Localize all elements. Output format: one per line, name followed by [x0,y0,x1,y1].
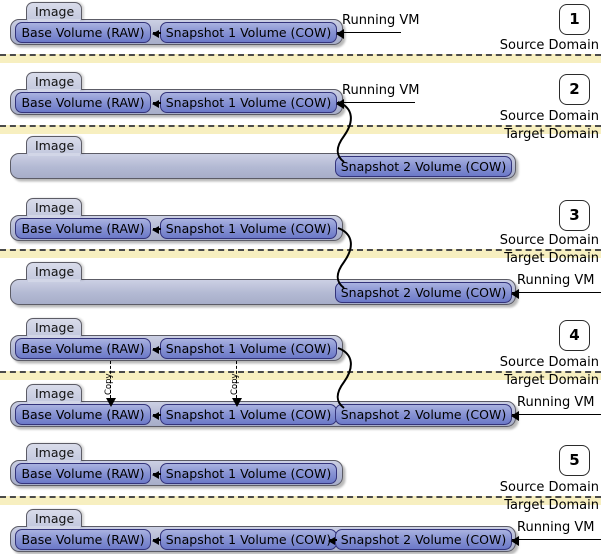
volume-base-raw-target[interactable]: Base Volume (RAW) [15,404,151,425]
running-vm-pointer [511,410,601,421]
volume-snapshot2-cow[interactable]: Snapshot 2 Volume (COW) [335,282,512,303]
image-tab: Image [26,318,83,338]
link-snapshot1-to-base [152,471,161,479]
volume-snapshot1-cow-target[interactable]: Snapshot 1 Volume (COW) [160,404,337,425]
divider-dash [0,371,601,373]
image-tab-target: Image [26,509,83,529]
image-tab: Image [26,72,83,92]
target-domain-label: Target Domain [504,498,599,513]
running-vm-label: Running VM [517,520,595,535]
volume-base-raw[interactable]: Base Volume (RAW) [15,92,151,113]
image-tab-target: Image [26,384,83,404]
volume-base-raw[interactable]: Base Volume (RAW) [15,22,151,43]
volume-snapshot2-cow[interactable]: Snapshot 2 Volume (COW) [335,404,512,425]
volume-base-raw-target[interactable]: Base Volume (RAW) [15,529,151,550]
link-snapshot1-to-base-target [152,537,161,545]
volume-snapshot2-cow[interactable]: Snapshot 2 Volume (COW) [335,529,512,550]
domain-divider-5 [0,496,601,505]
source-domain-label: Source Domain [499,233,599,248]
image-tab: Image [26,198,83,218]
volume-snapshot1-cow[interactable]: Snapshot 1 Volume (COW) [160,22,337,43]
image-tab-target: Image [26,262,83,282]
image-tab: Image [26,2,83,22]
target-domain-label: Target Domain [504,127,599,142]
volume-base-raw[interactable]: Base Volume (RAW) [15,338,151,359]
divider-dash [0,496,601,498]
volume-snapshot1-cow[interactable]: Snapshot 1 Volume (COW) [160,92,337,113]
source-domain-label: Source Domain [499,355,599,370]
volume-base-raw[interactable]: Base Volume (RAW) [15,218,151,239]
step-badge-3: 3 [559,200,590,231]
volume-snapshot1-cow[interactable]: Snapshot 1 Volume (COW) [160,463,337,484]
snapshot-chain-curve [336,347,352,409]
link-snapshot1-to-base [152,226,161,234]
divider-dash [0,125,601,127]
divider-dash [0,249,601,251]
target-domain-label: Target Domain [504,373,599,388]
source-domain-label: Source Domain [499,109,599,124]
step-badge-1: 1 [559,4,590,35]
target-domain-label: Target Domain [504,251,599,266]
domain-divider-1 [0,54,601,63]
running-vm-pointer [336,28,401,39]
volume-base-raw[interactable]: Base Volume (RAW) [15,463,151,484]
domain-divider-4 [0,371,601,380]
step-badge-2: 2 [559,74,590,105]
step-badge-4: 4 [559,320,590,351]
running-vm-pointer [511,535,601,546]
snapshot-chain-curve [336,227,352,289]
volume-snapshot1-cow-target[interactable]: Snapshot 1 Volume (COW) [160,529,337,550]
copy-arrow-snapshot1 [232,361,242,407]
image-tab-target: Image [26,136,83,156]
volume-snapshot1-cow[interactable]: Snapshot 1 Volume (COW) [160,218,337,239]
step-badge-5: 5 [559,445,590,476]
link-snapshot1-to-base-target [152,412,161,420]
domain-divider-2 [0,125,601,134]
link-snapshot1-to-base [152,346,161,354]
running-vm-pointer [511,288,601,299]
source-domain-label: Source Domain [499,480,599,495]
copy-arrow-base [106,361,116,407]
snapshot-chain-curve [336,101,352,163]
copy-label-snapshot1: Copy [230,373,240,395]
link-snapshot1-to-base [152,30,161,38]
link-snapshot1-to-base [152,100,161,108]
running-vm-label: Running VM [517,273,595,288]
running-vm-label: Running VM [342,83,420,98]
divider-dash [0,54,601,56]
source-domain-label: Source Domain [499,38,599,53]
domain-divider-3 [0,249,601,258]
volume-snapshot2-cow[interactable]: Snapshot 2 Volume (COW) [335,156,512,177]
volume-snapshot1-cow[interactable]: Snapshot 1 Volume (COW) [160,338,337,359]
running-vm-label: Running VM [517,395,595,410]
running-vm-label: Running VM [342,13,420,28]
image-tab: Image [26,443,83,463]
link-snapshot2-to-snapshot1 [328,537,337,545]
copy-label-base: Copy [104,373,114,395]
